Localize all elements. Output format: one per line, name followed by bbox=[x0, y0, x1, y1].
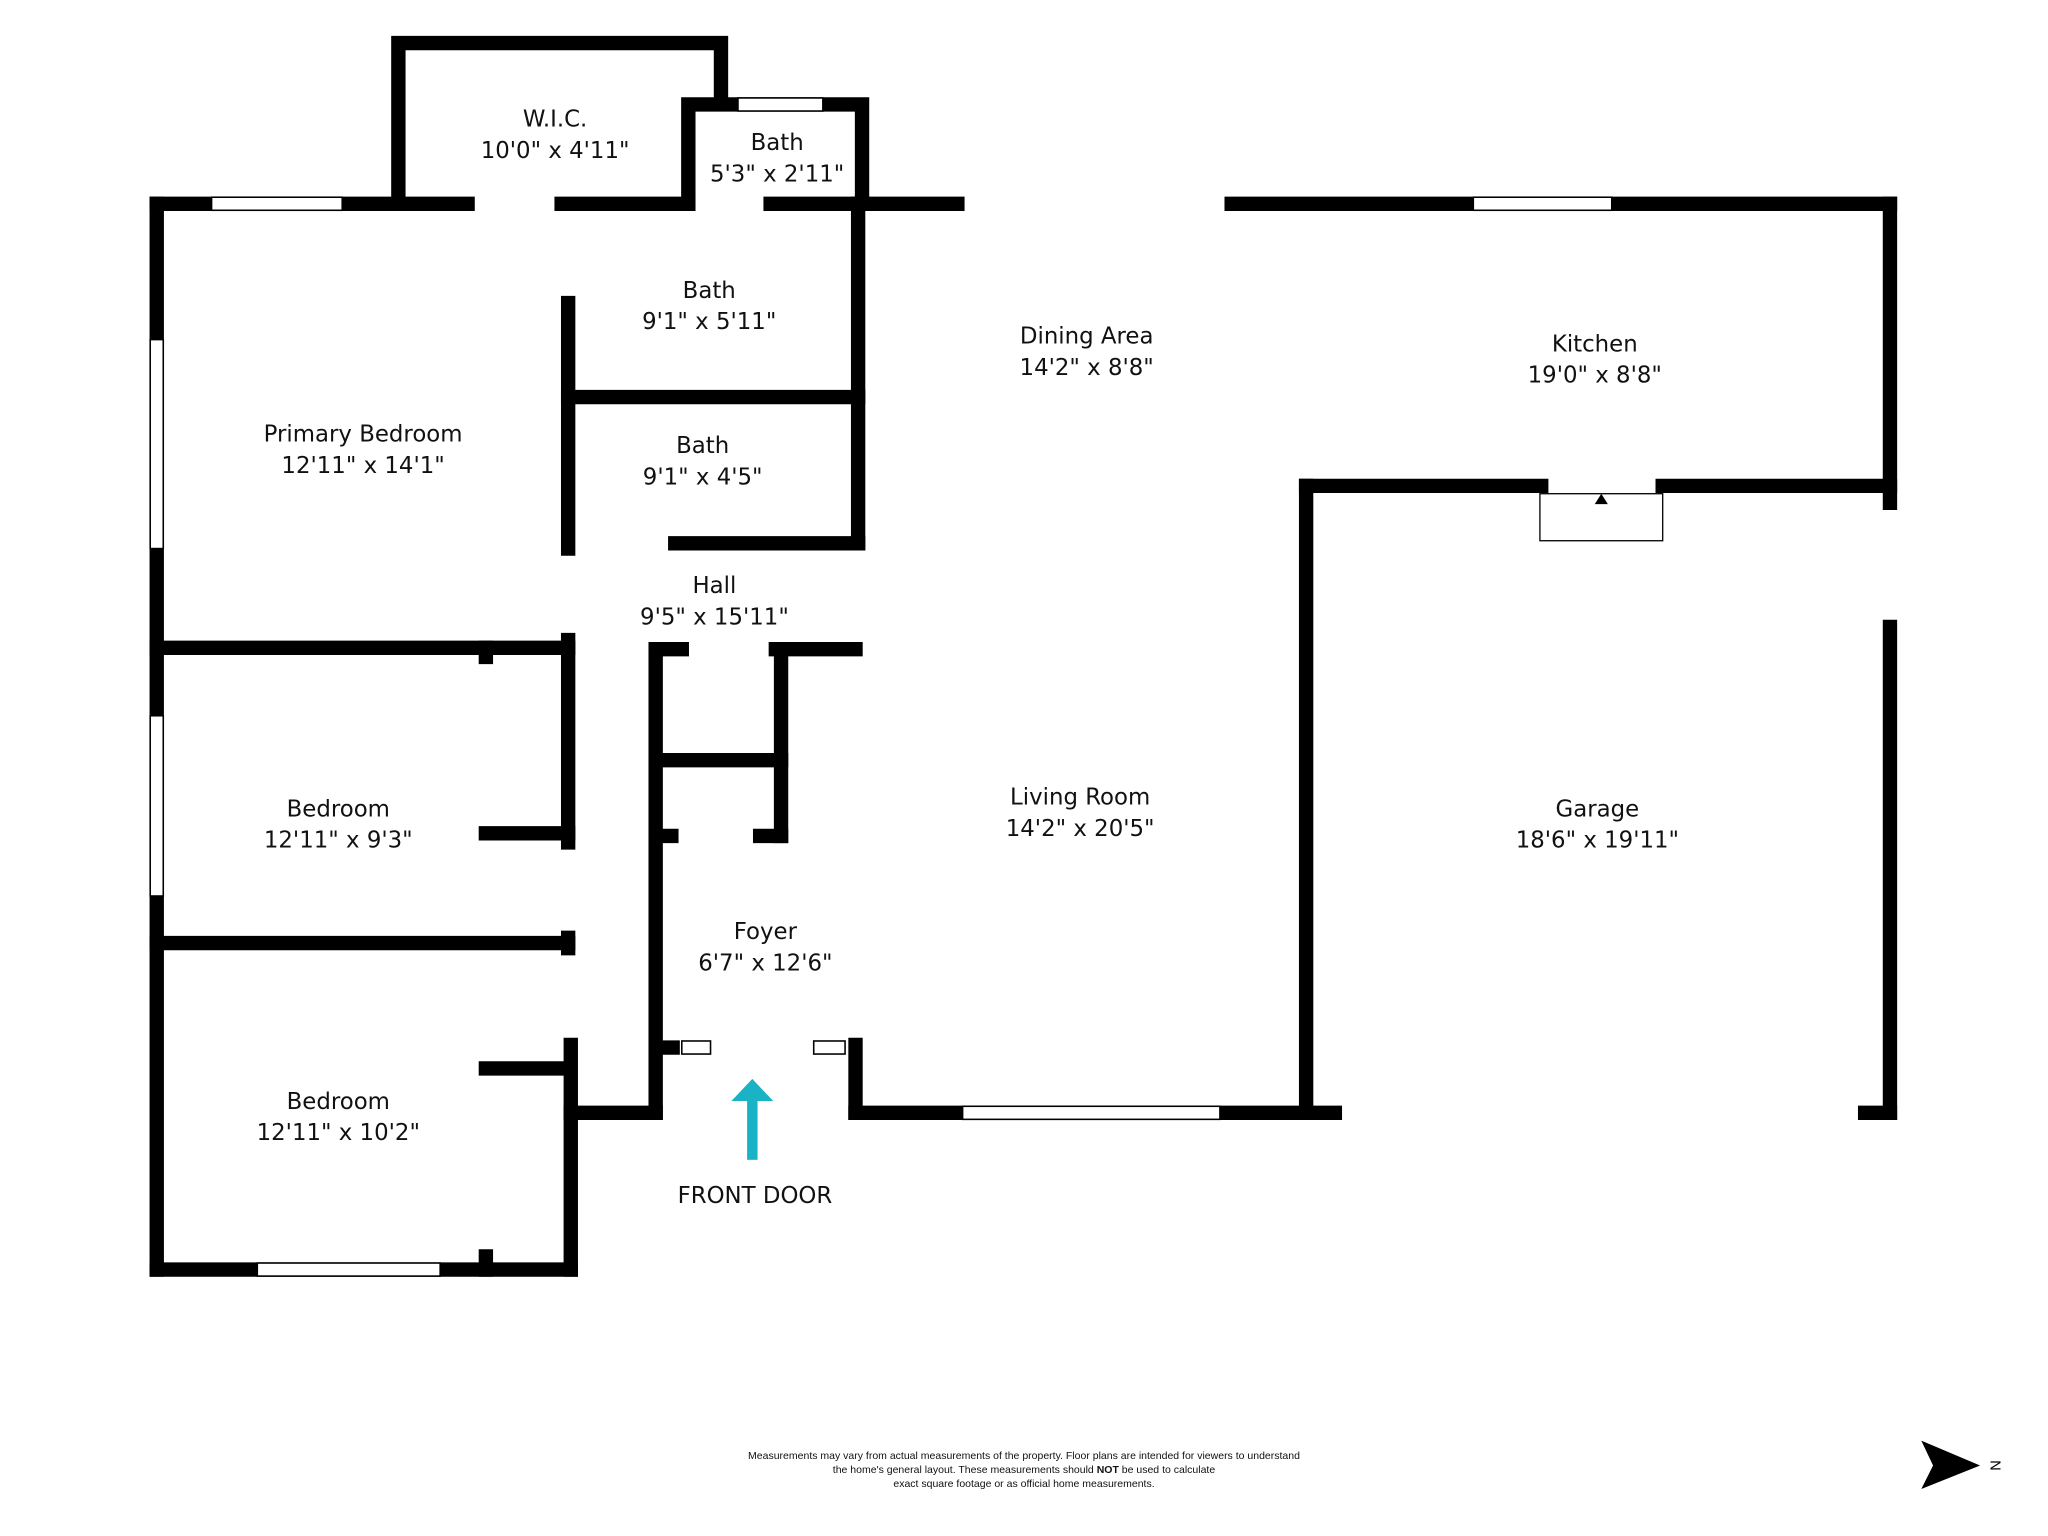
disclaimer-emphasis: NOT bbox=[1096, 1464, 1119, 1476]
room-dims: 14'2" x 8'8" bbox=[1020, 355, 1154, 381]
room-name: Bath bbox=[676, 433, 729, 459]
windows bbox=[149, 97, 1664, 1277]
room-name: Dining Area bbox=[1020, 324, 1154, 350]
room-name: Foyer bbox=[734, 919, 798, 945]
room-name: Kitchen bbox=[1552, 331, 1638, 357]
front-door-label: FRONT DOOR bbox=[678, 1183, 833, 1209]
disclaimer: Measurements may vary from actual measur… bbox=[600, 1449, 1448, 1491]
step-up-icon bbox=[1594, 493, 1608, 505]
front-door-arrow-icon bbox=[731, 1078, 774, 1160]
room-dims: 18'6" x 19'11" bbox=[1516, 828, 1679, 854]
room-dims: 14'2" x 20'5" bbox=[1006, 816, 1155, 842]
disclaimer-line-2: the home's general layout. These measure… bbox=[600, 1463, 1448, 1477]
disclaimer-line-3: exact square footage or as official home… bbox=[893, 1478, 1155, 1490]
room-name: Hall bbox=[693, 573, 737, 599]
room-dims: 5'3" x 2'11" bbox=[710, 162, 844, 188]
room-dims: 9'5" x 15'11" bbox=[640, 604, 789, 630]
room-name: Primary Bedroom bbox=[264, 421, 463, 447]
disclaimer-line-1: Measurements may vary from actual measur… bbox=[748, 1450, 1300, 1462]
room-dims: 10'0" x 4'11" bbox=[481, 138, 630, 164]
walls bbox=[149, 35, 1898, 1277]
disclaimer-text: the home's general layout. These measure… bbox=[832, 1464, 1094, 1476]
room-name: Bath bbox=[683, 278, 736, 304]
room-dims: 12'11" x 14'1" bbox=[281, 453, 444, 479]
room-name: W.I.C. bbox=[523, 107, 587, 133]
room-name: Bedroom bbox=[287, 796, 390, 822]
room-dims: 12'11" x 10'2" bbox=[257, 1120, 420, 1146]
room-labels: W.I.C. 10'0" x 4'11" Bath 5'3" x 2'11" B… bbox=[257, 107, 1679, 1147]
compass-label: N bbox=[1987, 1460, 2003, 1470]
disclaimer-text: be used to calculate bbox=[1121, 1464, 1216, 1476]
room-dims: 6'7" x 12'6" bbox=[698, 950, 832, 976]
room-dims: 19'0" x 8'8" bbox=[1528, 363, 1662, 389]
room-name: Bath bbox=[751, 130, 804, 156]
room-dims: 9'1" x 4'5" bbox=[643, 465, 763, 491]
room-dims: 9'1" x 5'11" bbox=[642, 309, 776, 335]
room-name: Bedroom bbox=[287, 1089, 390, 1115]
room-name: Living Room bbox=[1010, 785, 1150, 811]
room-dims: 12'11" x 9'3" bbox=[264, 828, 413, 854]
north-compass-icon: N bbox=[1921, 1440, 2003, 1489]
room-name: Garage bbox=[1556, 796, 1640, 822]
